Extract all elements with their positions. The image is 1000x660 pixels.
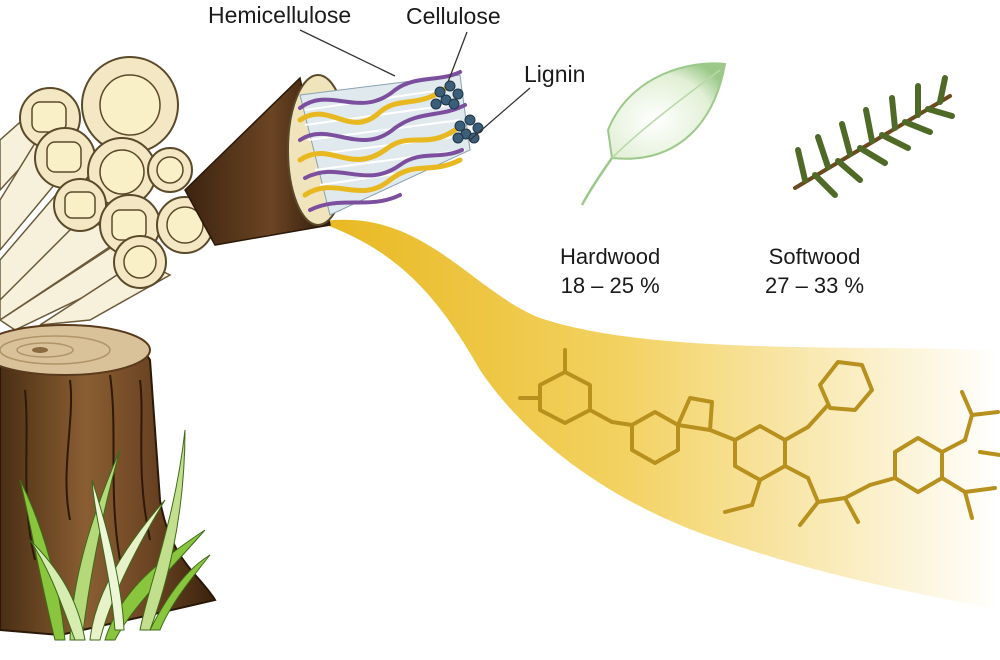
hardwood-name: Hardwood [560,244,661,269]
conifer-branch-icon [793,75,955,198]
hardwood-range: 18 – 25 % [560,272,660,298]
fiber-cells [19,56,214,289]
grass [19,429,211,641]
softwood-range: 27 – 33 % [765,272,865,298]
leader-lines [299,29,531,141]
softwood-name: Softwood [768,244,861,269]
hardwood-label: Hardwood 18 – 25 % [560,243,660,300]
hemicellulose-label: Hemicellulose [208,2,352,28]
lignin-structure [518,348,1000,527]
cellulose-label: Cellulose [406,3,501,29]
microfibril-bundle [287,70,484,226]
softwood-label: Softwood 27 – 33 % [765,243,864,300]
leaf-icon [580,62,727,206]
lignin-label: Lignin [524,61,586,87]
